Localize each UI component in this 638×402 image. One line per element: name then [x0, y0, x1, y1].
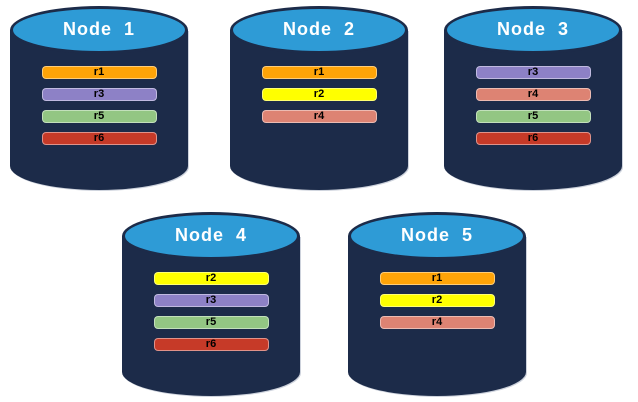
replica-bar: r4: [261, 110, 377, 123]
cylinder-top-ellipse: Node 1: [10, 6, 188, 54]
cylinder-top-ellipse: Node 5: [348, 212, 526, 260]
cylinder-body: r2 r3 r5 r6: [122, 236, 300, 396]
replica-bar: r3: [475, 66, 591, 79]
replica-bar: r5: [153, 316, 269, 329]
replica-bars-list: r1 r2 r4: [348, 272, 526, 329]
replica-bar: r2: [261, 88, 377, 101]
replica-bar: r3: [153, 294, 269, 307]
replica-bars-list: r1 r2 r4: [230, 66, 408, 123]
replica-bars-list: r3 r4 r5 r6: [444, 66, 622, 145]
cylinder-body: r1 r2 r4: [230, 30, 408, 190]
replica-bar: r1: [379, 272, 495, 285]
node-title: Node 3: [496, 19, 569, 39]
replica-bar: r6: [475, 132, 591, 145]
node-cylinder-3: r3 r4 r5 r6 Node 3: [444, 6, 622, 190]
node-cylinder-4: r2 r3 r5 r6 Node 4: [122, 212, 300, 396]
node-title: Node 4: [174, 225, 247, 245]
node-cylinder-1: r1 r3 r5 r6 Node 1: [10, 6, 188, 190]
replica-bar: r6: [41, 132, 157, 145]
cylinder-body: r3 r4 r5 r6: [444, 30, 622, 190]
replica-bars-list: r1 r3 r5 r6: [10, 66, 188, 145]
node-title: Node 5: [400, 225, 473, 245]
node-cylinder-5: r1 r2 r4 Node 5: [348, 212, 526, 396]
replica-bar: r5: [475, 110, 591, 123]
cylinder-top-ellipse: Node 3: [444, 6, 622, 54]
replica-bar: r3: [41, 88, 157, 101]
cylinder-body: r1 r3 r5 r6: [10, 30, 188, 190]
cylinder-body: r1 r2 r4: [348, 236, 526, 396]
replica-bars-list: r2 r3 r5 r6: [122, 272, 300, 351]
replica-bar: r2: [153, 272, 269, 285]
replica-bar: r5: [41, 110, 157, 123]
replica-bar: r1: [261, 66, 377, 79]
node-title: Node 2: [282, 19, 355, 39]
replica-bar: r4: [475, 88, 591, 101]
replica-bar: r2: [379, 294, 495, 307]
replica-bar: r1: [41, 66, 157, 79]
cylinder-top-ellipse: Node 2: [230, 6, 408, 54]
replica-bar: r6: [153, 338, 269, 351]
node-cylinder-2: r1 r2 r4 Node 2: [230, 6, 408, 190]
replica-bar: r4: [379, 316, 495, 329]
node-title: Node 1: [62, 19, 135, 39]
cylinder-top-ellipse: Node 4: [122, 212, 300, 260]
